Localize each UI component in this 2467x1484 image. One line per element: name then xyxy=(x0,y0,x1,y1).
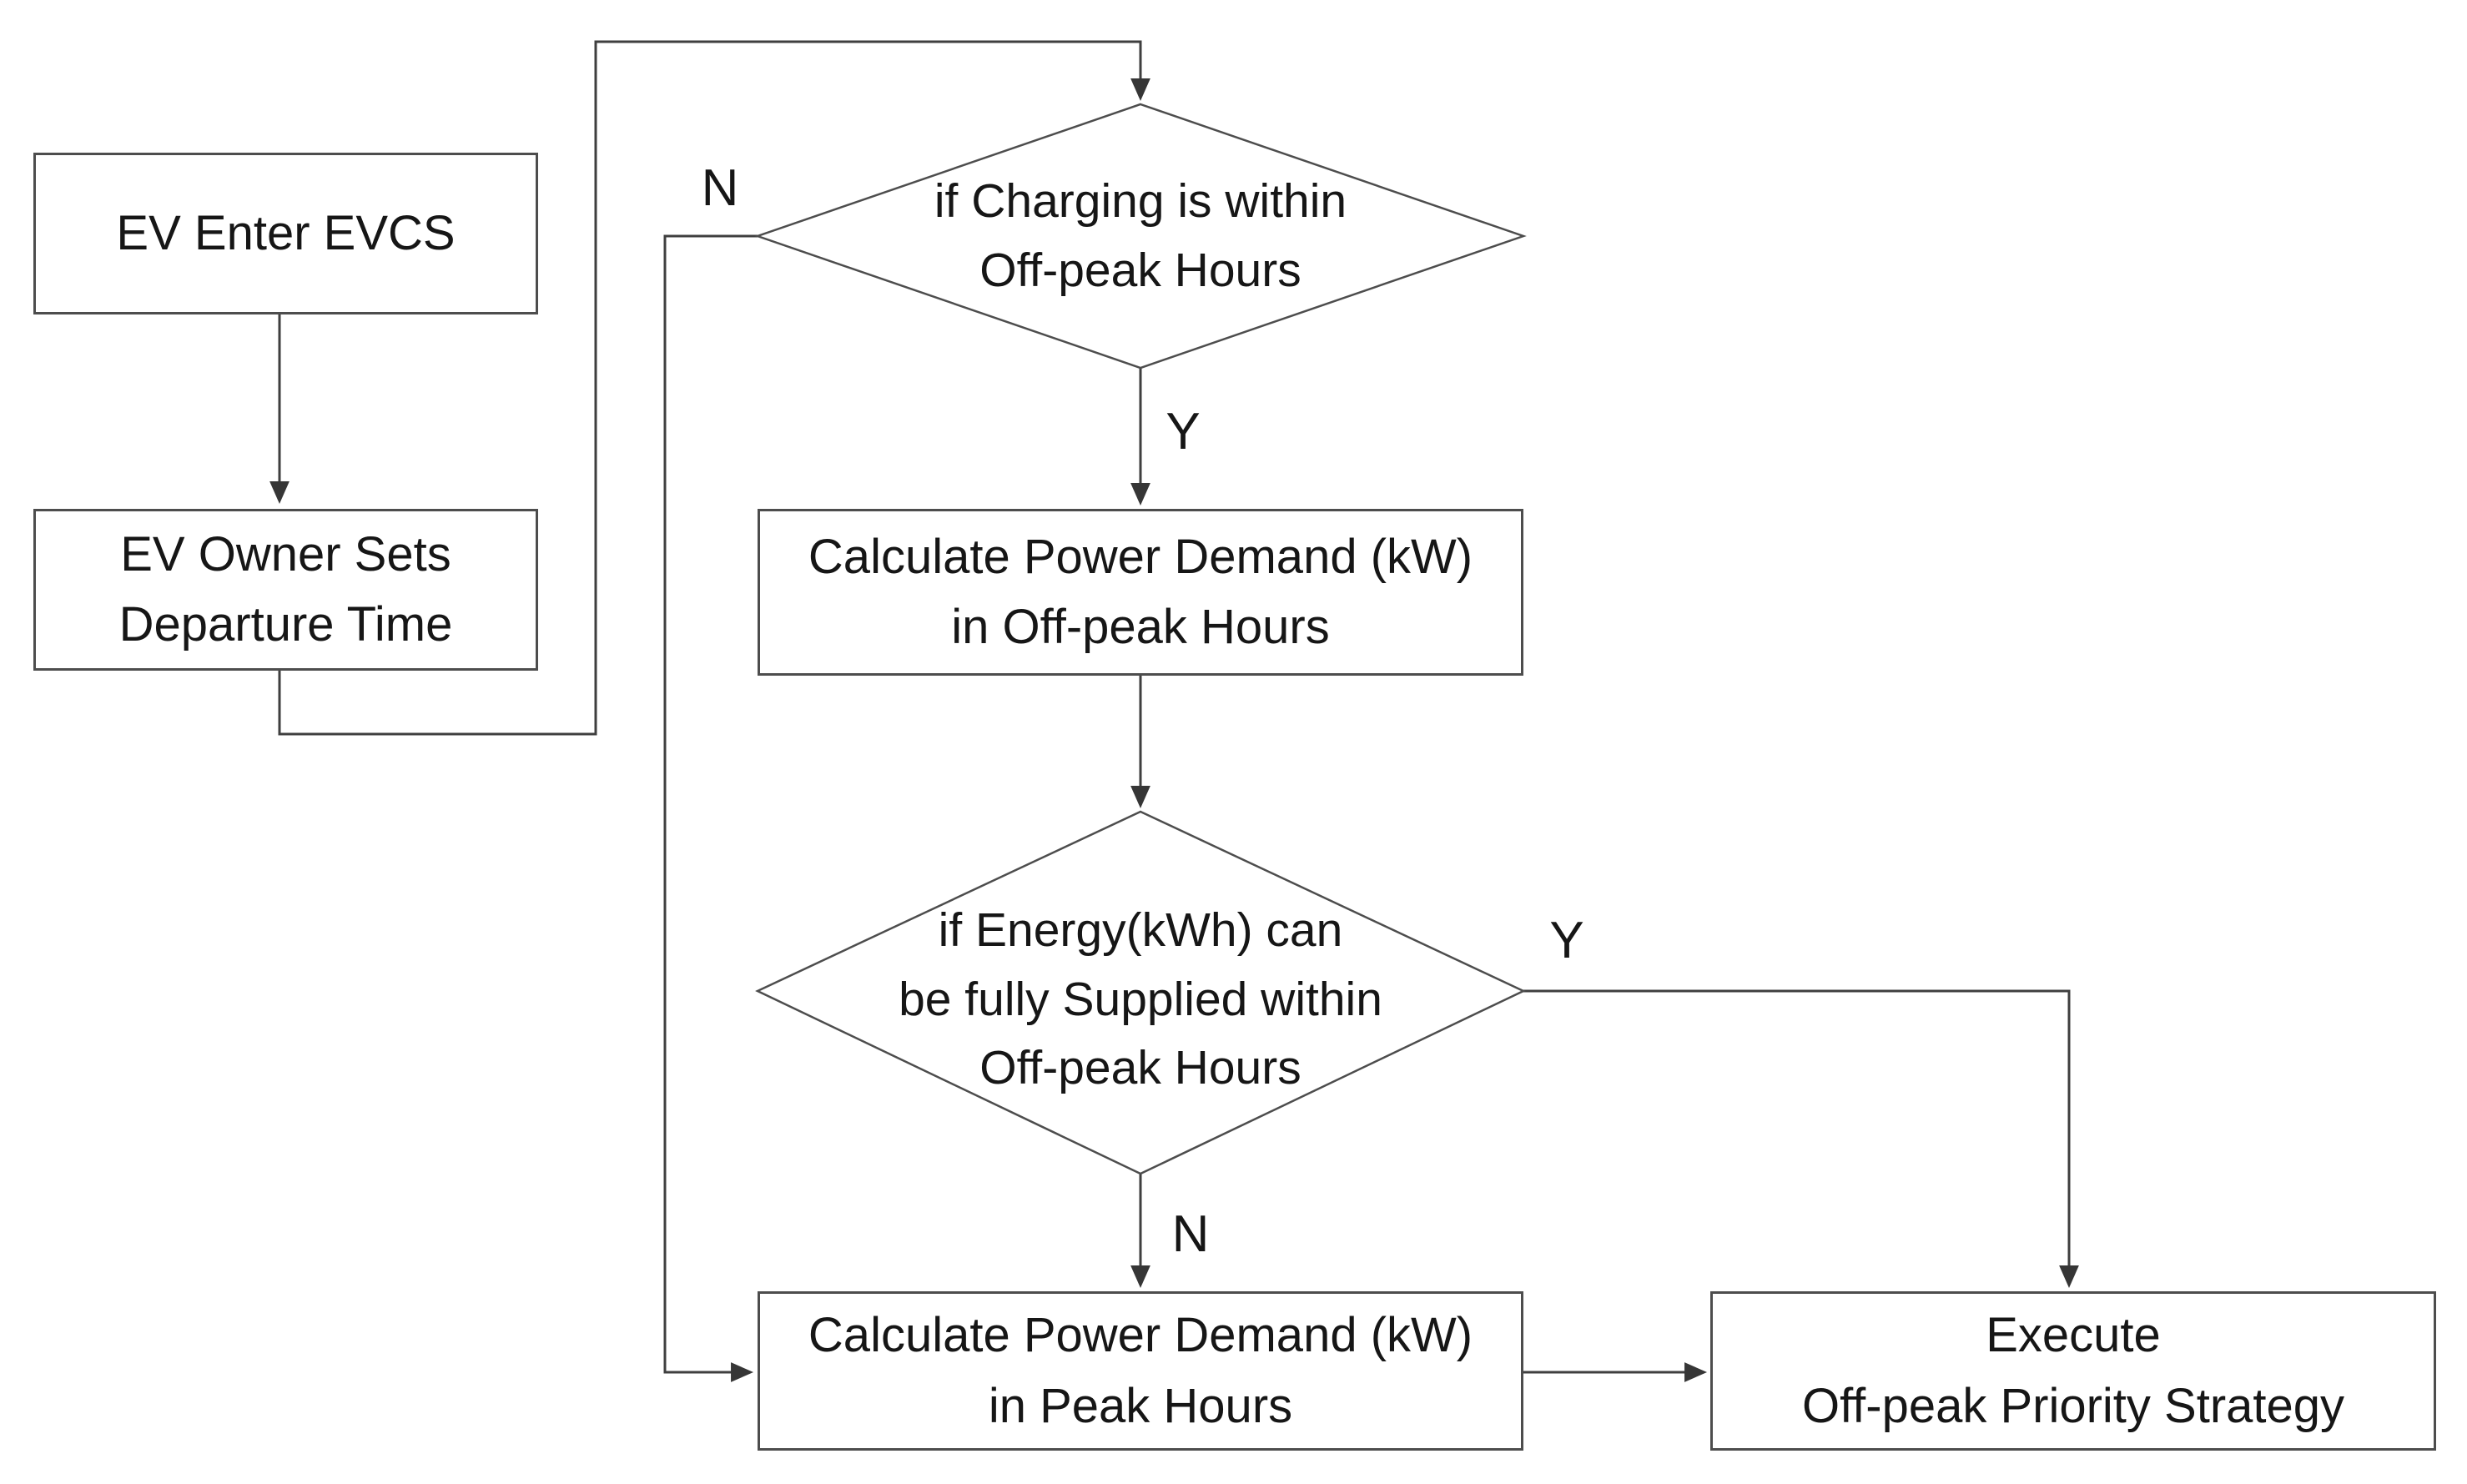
decision-diamond-energy-supplied xyxy=(755,810,1526,1175)
node-label-line: in Off-peak Hours xyxy=(951,600,1330,654)
node-label-line: Off-peak Priority Strategy xyxy=(1801,1378,2345,1433)
node-ev-owner-sets-departure-time: EV Owner Sets Departure Time xyxy=(33,509,538,671)
node-label-line: Departure Time xyxy=(118,597,453,651)
node-execute-offpeak-priority-strategy: Execute Off-peak Priority Strategy xyxy=(1710,1291,2436,1451)
branch-label-decision2-yes: Y xyxy=(1549,912,1584,969)
node-calc-power-demand-peak: Calculate Power Demand (kW) in Peak Hour… xyxy=(758,1291,1523,1451)
edge-set-departure-to-decision1 xyxy=(278,40,1150,736)
branch-label-decision2-no: N xyxy=(1171,1205,1210,1263)
decision-diamond-offpeak-window xyxy=(754,103,1527,370)
branch-label-decision1-yes: Y xyxy=(1166,403,1201,460)
edge-decision2-yes-to-execute xyxy=(1523,989,2079,1289)
node-label-line: in Peak Hours xyxy=(988,1378,1293,1433)
node-label-line: EV Enter EVCS xyxy=(116,205,456,260)
node-label-line: Execute xyxy=(1986,1308,2161,1363)
node-calc-power-demand-offpeak: Calculate Power Demand (kW) in Off-peak … xyxy=(758,509,1523,676)
edge-decision1-no-to-calc-peak xyxy=(663,234,758,1382)
node-label-line: Calculate Power Demand (kW) xyxy=(808,1308,1473,1363)
branch-label-decision1-no: N xyxy=(701,159,739,217)
node-label-line: EV Owner Sets xyxy=(120,526,451,581)
node-label-line: Calculate Power Demand (kW) xyxy=(808,529,1473,584)
node-ev-enter-evcs: EV Enter EVCS xyxy=(33,153,538,314)
